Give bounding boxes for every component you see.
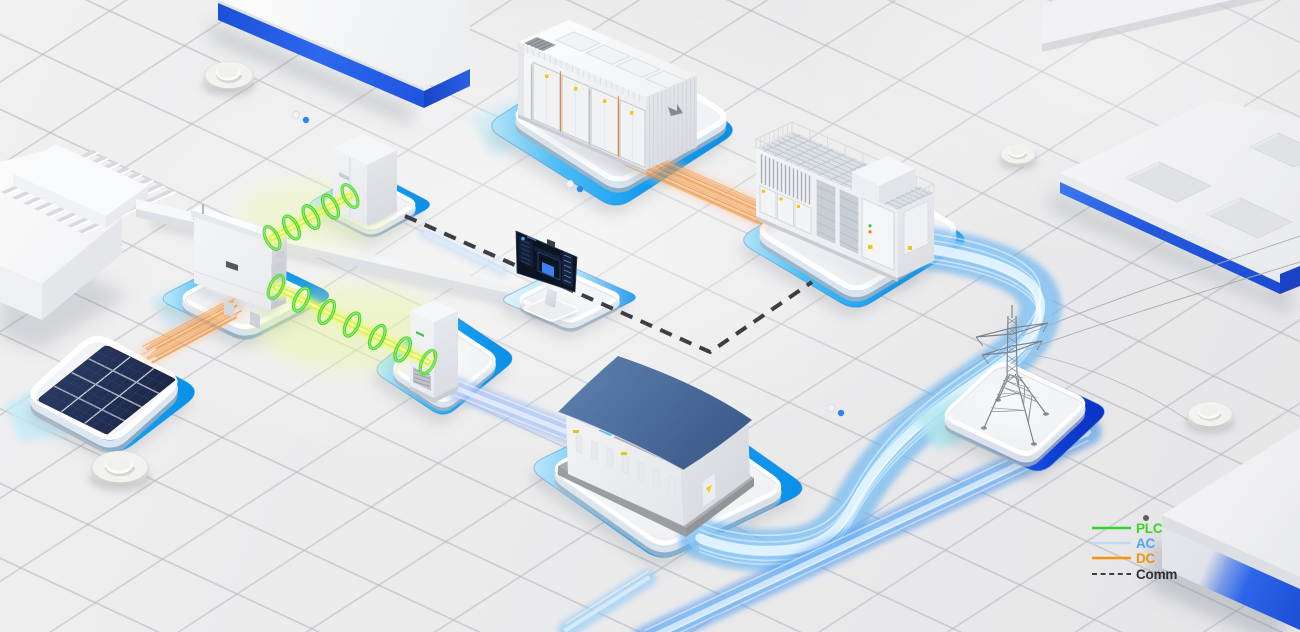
svg-text:AC: AC bbox=[1136, 536, 1156, 551]
svg-text:DC: DC bbox=[1136, 551, 1156, 566]
svg-text:Comm: Comm bbox=[1136, 567, 1177, 582]
svg-text:PLC: PLC bbox=[1136, 521, 1163, 536]
